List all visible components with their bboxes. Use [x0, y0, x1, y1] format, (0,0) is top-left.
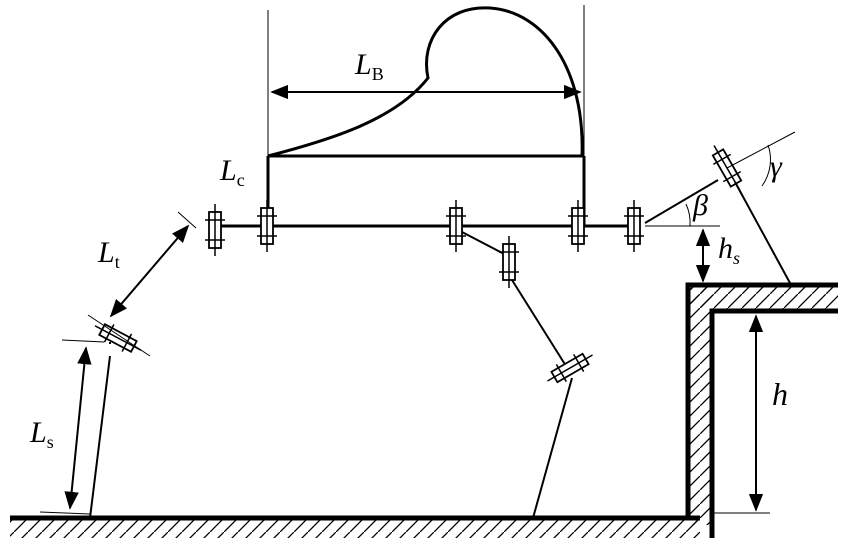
- label-lc: Lc: [219, 154, 245, 190]
- label-h: h: [772, 376, 788, 412]
- label-lt: Lt: [97, 236, 120, 272]
- leg-mid-upper: [511, 279, 567, 367]
- label-gamma: γ: [770, 150, 783, 183]
- joint-left-knee: [89, 316, 147, 360]
- left-arm-tip: [87, 314, 151, 357]
- joint-body-1: [204, 203, 226, 257]
- beta-arc: [685, 203, 691, 227]
- payload-curve: [267, 6, 584, 158]
- leg-mid-lower: [532, 377, 573, 519]
- step: [685, 282, 838, 538]
- left-leg-lower: [89, 355, 111, 519]
- ls-guide-top: [61, 339, 105, 343]
- right-arm-link: [644, 179, 719, 224]
- lt-dimension-arrow: [109, 224, 190, 318]
- ground: [10, 515, 700, 538]
- lt-extension-line: [177, 211, 197, 229]
- label-hs: hs: [718, 232, 740, 268]
- joint-mid-lower: [498, 235, 520, 289]
- label-beta: β: [692, 189, 708, 222]
- gamma-reference-line: [726, 131, 796, 169]
- gamma-arc: [761, 144, 771, 187]
- right-leg: [734, 181, 791, 284]
- ls-guide-bottom: [39, 511, 91, 515]
- label-lb: LB: [354, 48, 384, 84]
- label-ls: Ls: [29, 416, 54, 452]
- ls-dimension-arrow: [64, 346, 92, 510]
